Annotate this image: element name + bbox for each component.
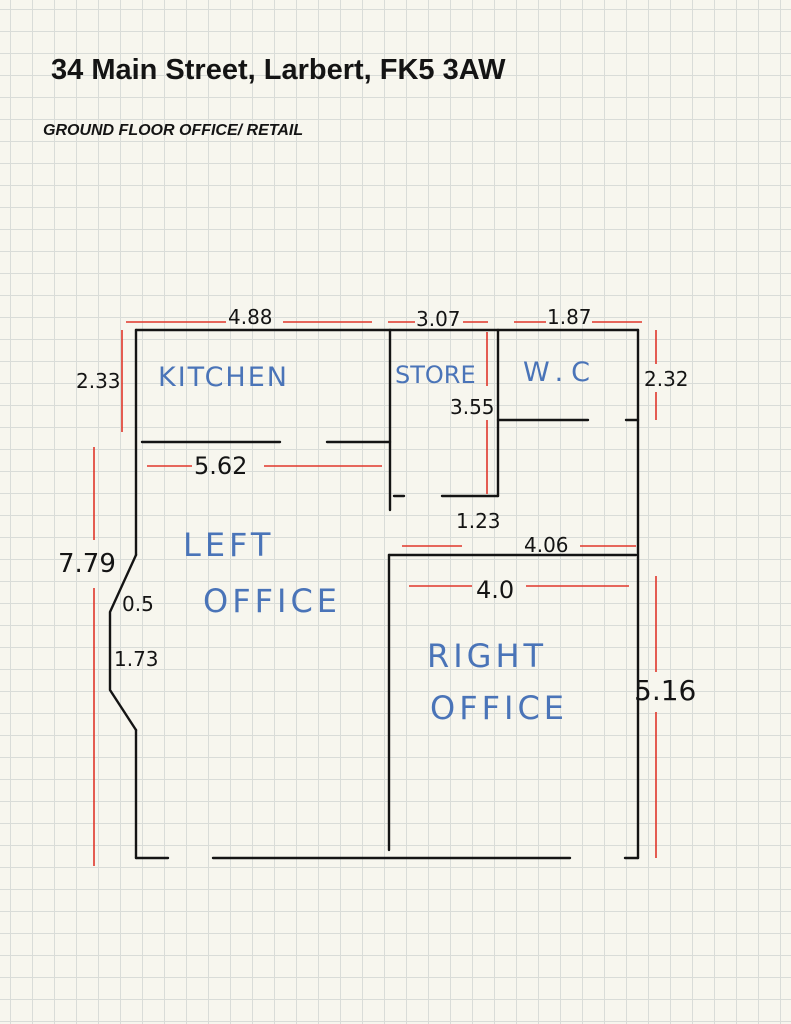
dim-top-store-width: 3.07: [416, 307, 461, 331]
room-label-kitchen: KITCHEN: [158, 362, 289, 393]
dimension-lines: [93, 321, 657, 866]
dim-right-office-width: 4.0: [476, 576, 514, 604]
page-title: 34 Main Street, Larbert, FK5 3AW: [51, 54, 506, 86]
dim-wc-height: 2.32: [644, 367, 689, 391]
room-label-left-office-line2: OFFICE: [203, 582, 341, 620]
dim-top-kitchen-width: 4.88: [228, 305, 273, 329]
dim-kitchen-bottom-width: 5.62: [194, 452, 247, 480]
dim-bevel-height: 1.73: [114, 647, 159, 671]
room-label-store: STORE: [395, 361, 476, 389]
dim-left-total-height: 7.79: [58, 549, 116, 579]
room-label-right-office-line1: RIGHT: [427, 637, 547, 675]
room-label-wc: W.C: [523, 357, 598, 388]
dim-bevel-top: 0.5: [122, 592, 154, 616]
page-subtitle: GROUND FLOOR OFFICE/ RETAIL: [43, 122, 304, 139]
dim-store-height: 3.55: [450, 395, 495, 419]
dim-top-wc-width: 1.87: [547, 305, 592, 329]
room-labels: KITCHEN STORE W.C LEFT OFFICE RIGHT OFFI…: [158, 357, 598, 727]
dim-right-office-top-width: 4.06: [524, 533, 569, 557]
wall-left-bevel: [108, 553, 138, 732]
dimension-labels: 4.88 3.07 1.87 2.33 2.32 3.55 5.62 1.23 …: [58, 305, 696, 707]
room-label-left-office-line1: LEFT: [183, 526, 274, 564]
dim-corridor-width: 1.23: [456, 509, 501, 533]
dim-right-office-height: 5.16: [634, 674, 696, 707]
walls: [108, 328, 640, 860]
dim-kitchen-height: 2.33: [76, 369, 121, 393]
room-label-right-office-line2: OFFICE: [430, 689, 568, 727]
